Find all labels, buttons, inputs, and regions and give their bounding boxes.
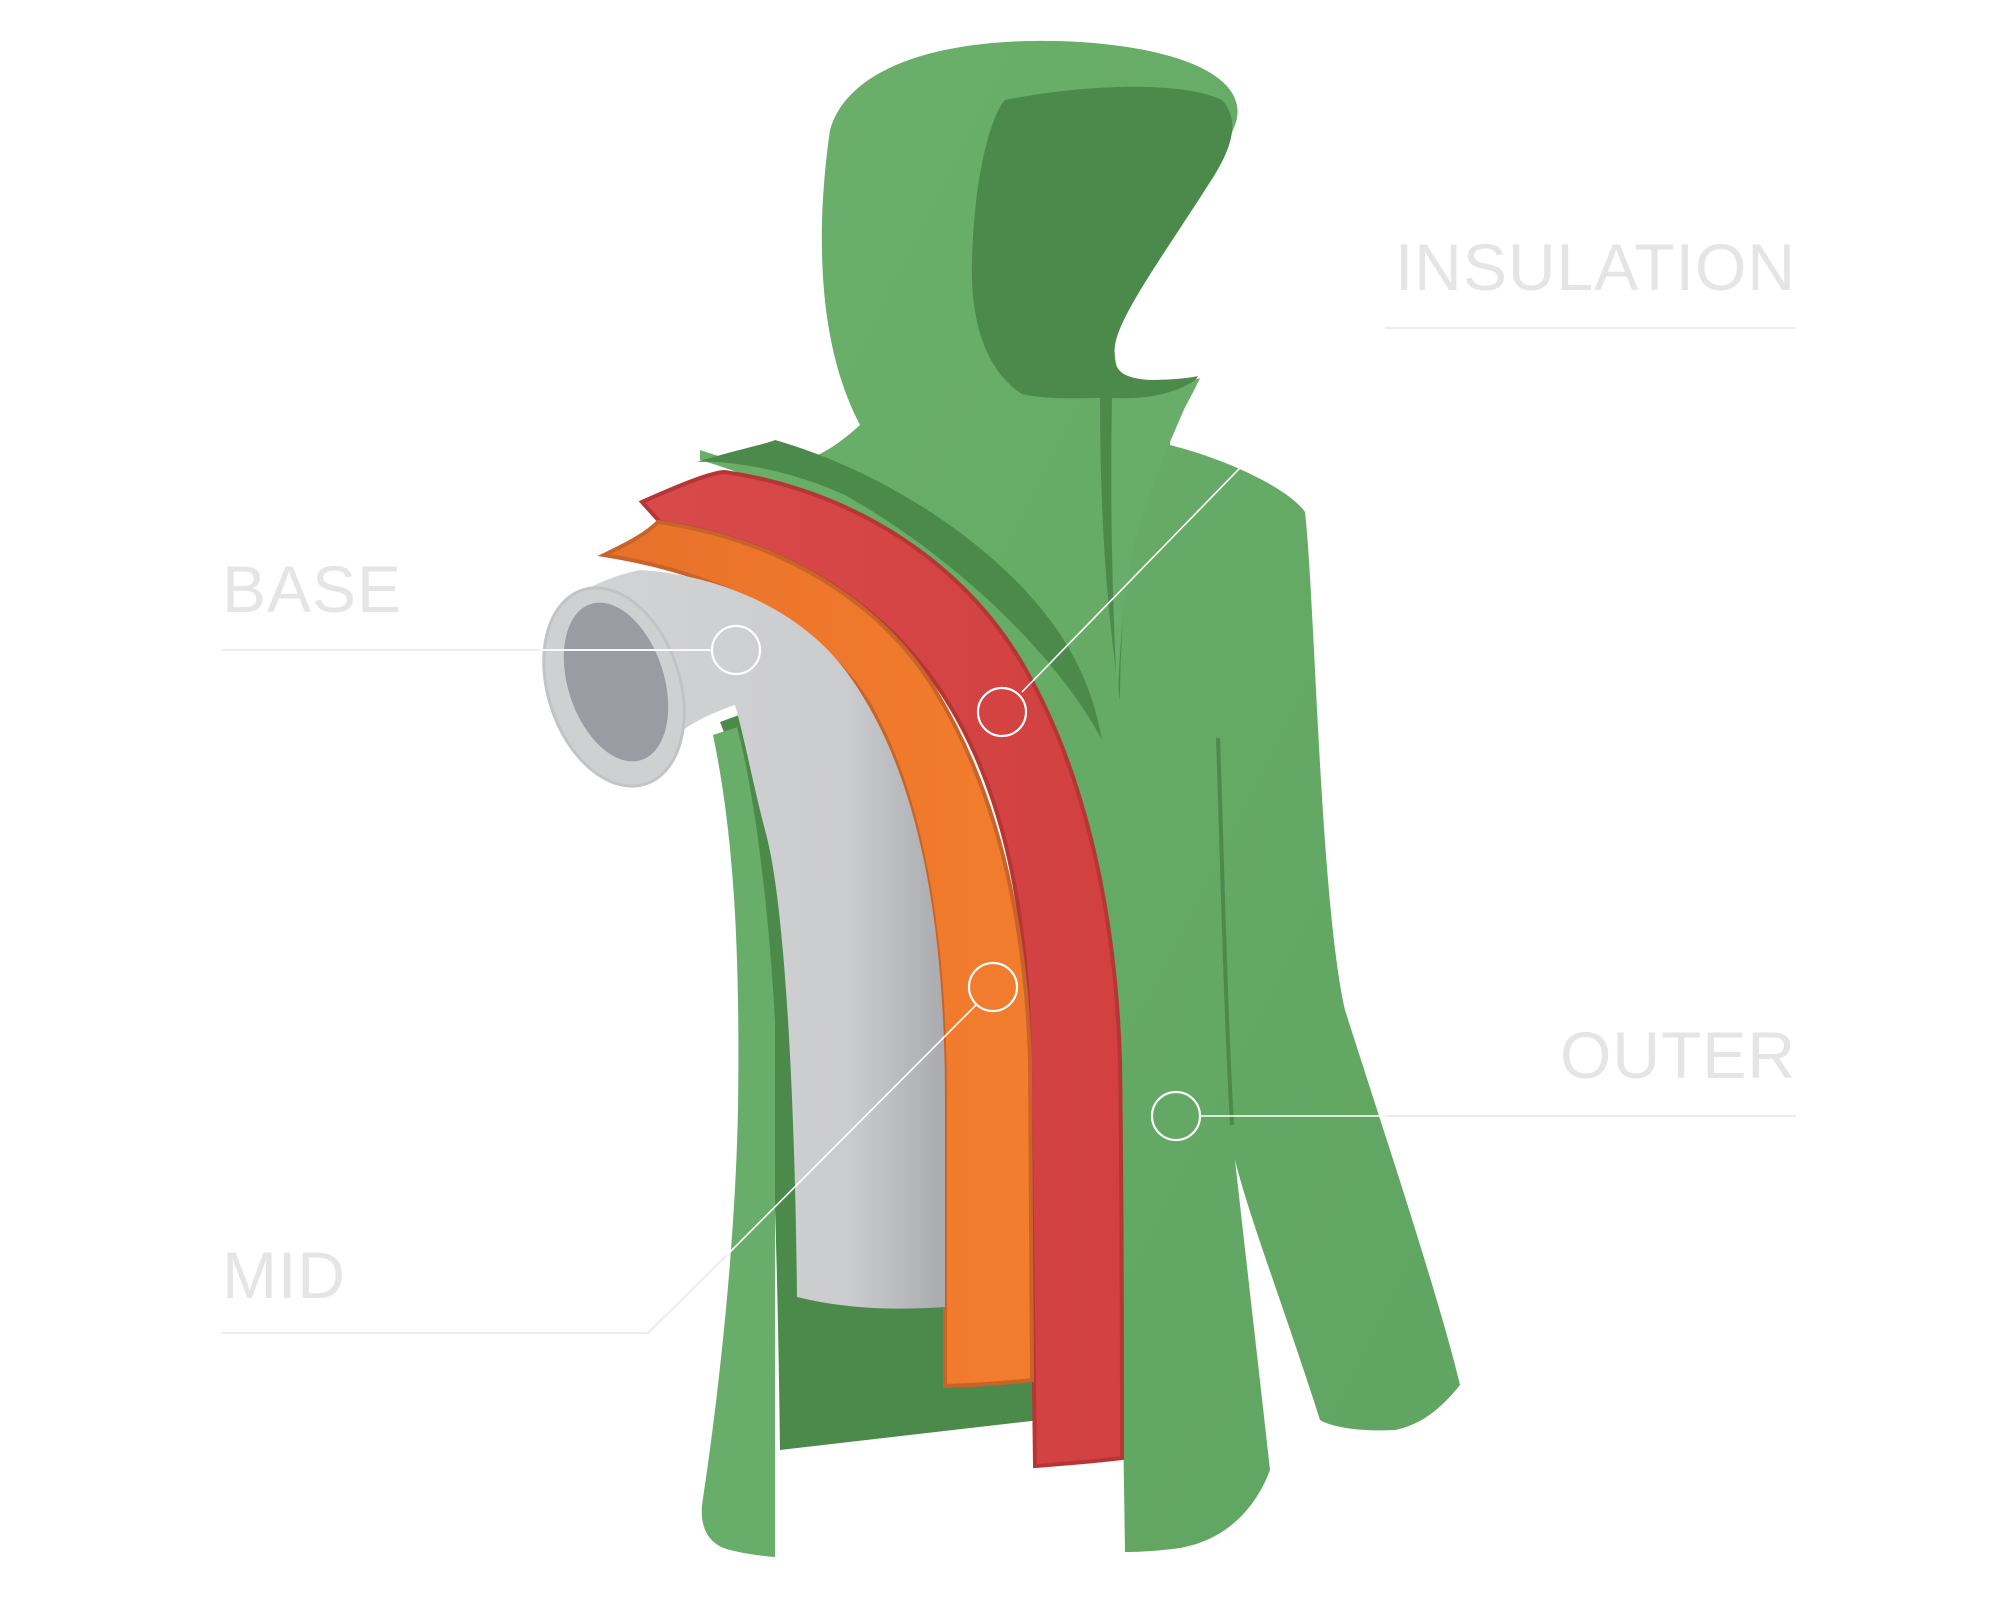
insulation-callout-dot <box>976 686 1028 738</box>
labels: BASE MID INSULATION OUTER <box>222 230 1796 1312</box>
base-callout-dot <box>710 624 762 676</box>
mid-leader <box>222 1254 728 1334</box>
outer-callout-dot <box>1150 1090 1202 1142</box>
outer-pocket-seam <box>1216 737 1234 1126</box>
outer-front-left <box>701 715 775 1557</box>
mid-layer-shape <box>597 519 1035 1389</box>
mid-callout-dot <box>967 961 1019 1013</box>
insulation-label: INSULATION <box>1395 230 1796 304</box>
outer-hood-flap <box>1111 378 1198 710</box>
mid-layer <box>597 519 1035 1389</box>
base-layer <box>542 570 945 1309</box>
callouts <box>540 327 1386 1256</box>
outer-shoulder-edge <box>697 440 1102 740</box>
insulation-callout-line <box>1021 327 1386 693</box>
base-label: BASE <box>222 552 402 626</box>
insulation-layer <box>638 469 1125 1469</box>
outer-label: OUTER <box>1560 1018 1796 1092</box>
base-layer-inner <box>563 602 669 762</box>
mid-callout-line <box>726 1004 977 1256</box>
mid-label: MID <box>222 1238 346 1312</box>
insulation-layer-shape <box>638 469 1125 1469</box>
outer-hood-interior <box>971 86 1233 700</box>
